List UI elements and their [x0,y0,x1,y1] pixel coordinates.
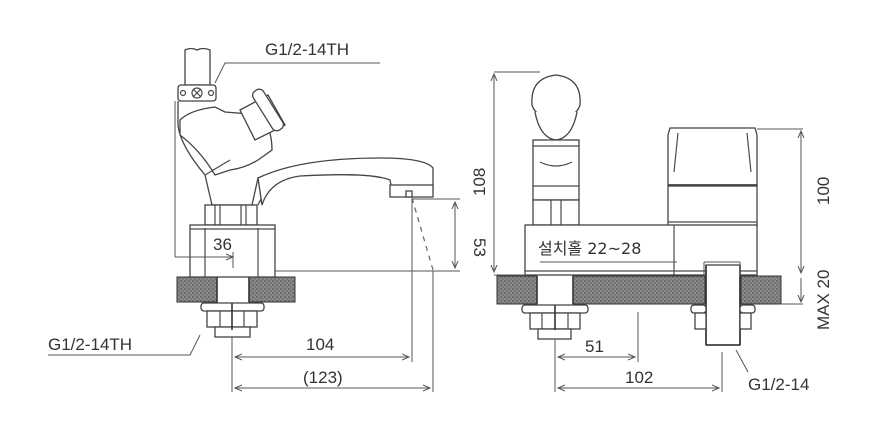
supply-shank [690,264,756,346]
dim-36: 36 [213,235,232,254]
counter-section [176,276,296,303]
dim-53: 53 [470,238,489,257]
dim-123: (123) [303,368,343,387]
supply-pipe [177,47,217,102]
counter-section [496,275,782,305]
dim-102: 102 [625,368,653,387]
install-hole-label: 설치홀 22~28 [538,239,641,258]
leader-bottom-thread [48,334,201,356]
leader-top-thread [214,62,380,84]
side-dimensions [174,101,460,392]
dim-108: 108 [470,168,489,196]
handle-front [667,127,758,227]
mounting-nut-left [521,304,589,340]
top-thread-label: G1/2-14TH [265,40,349,59]
dim-100: 100 [814,177,833,205]
dim-max-20: MAX 20 [814,270,833,330]
faucet-body [177,88,434,278]
water-stream [411,197,434,271]
dim-104: 104 [306,335,334,354]
front-dimensions [494,71,803,392]
leader-supply-thread [735,349,749,373]
bottom-thread-label: G1/2-14TH [48,335,132,354]
front-view: 설치홀 22~28 108 100 MAX 20 51 102 G1/2-14 [470,71,833,394]
dim-51: 51 [585,337,604,356]
supply-thread-label: G1/2-14 [748,375,809,394]
side-view: G1/2-14TH G1/2-14TH 36 53 104 (123) [48,40,489,392]
base-plate [524,224,758,276]
spout-front [531,74,581,226]
hole-width-marker [703,261,741,276]
mounting-nut [200,302,265,338]
